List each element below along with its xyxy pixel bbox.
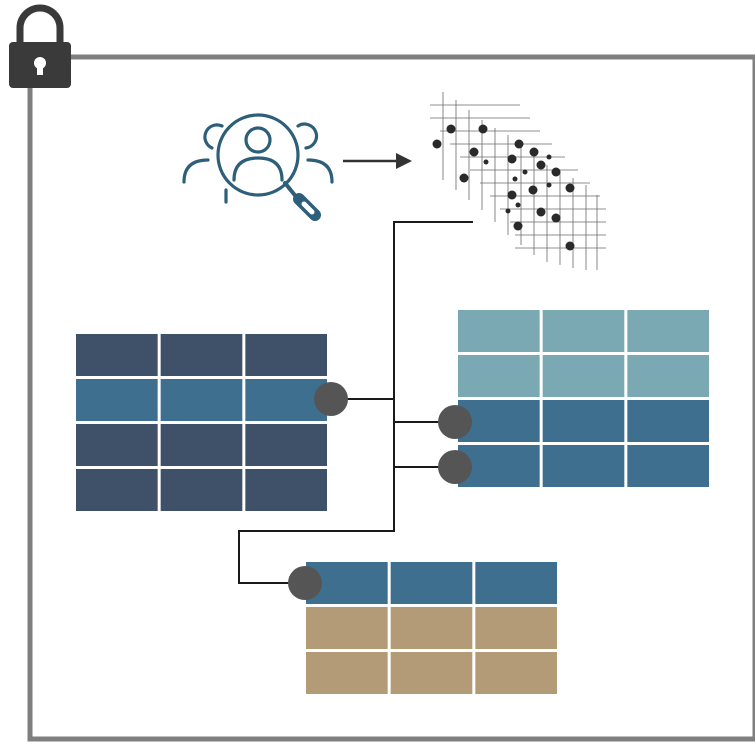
table-cell xyxy=(245,334,327,376)
scatter-dot xyxy=(536,207,546,217)
table-cell xyxy=(390,607,473,649)
table-cell xyxy=(542,445,625,487)
scatter-dot xyxy=(515,202,521,208)
scatter-grid-icon xyxy=(430,92,606,270)
joint-right-table-row3[interactable] xyxy=(438,405,472,439)
scatter-dot xyxy=(446,124,456,134)
scatter-dot xyxy=(546,182,552,188)
scatter-dot xyxy=(432,139,442,149)
table-cell xyxy=(627,445,709,487)
scatter-dot xyxy=(551,213,561,223)
scatter-dot xyxy=(469,147,479,157)
outer-frame xyxy=(27,54,755,742)
table-cell xyxy=(475,652,557,694)
scatter-dot xyxy=(512,176,518,182)
joint-left-table[interactable] xyxy=(314,382,348,416)
bottom-table xyxy=(306,562,557,694)
connector-trunk xyxy=(238,221,473,584)
right-table xyxy=(458,310,709,487)
table-cell xyxy=(160,334,243,376)
table-cell xyxy=(306,607,388,649)
scatter-dot xyxy=(546,154,552,160)
scatter-dot xyxy=(565,183,575,193)
table-cell xyxy=(458,310,540,352)
scatter-dot xyxy=(507,154,517,164)
table-cell xyxy=(542,400,625,442)
scatter-dot xyxy=(536,160,546,170)
scatter-dot xyxy=(507,190,517,200)
scatter-dot xyxy=(478,124,488,134)
joints xyxy=(288,382,472,600)
table-cell xyxy=(390,652,473,694)
tables-layer xyxy=(76,310,709,694)
table-cell xyxy=(76,334,158,376)
scatter-dot xyxy=(513,221,523,231)
table-cell xyxy=(542,310,625,352)
scatter-dot xyxy=(514,139,524,149)
scatter-dot xyxy=(529,147,539,157)
table-cell xyxy=(627,355,709,397)
table-cell xyxy=(458,355,540,397)
table-cell xyxy=(160,424,243,466)
table-cell xyxy=(76,424,158,466)
table-cell xyxy=(245,469,327,511)
table-cell xyxy=(627,400,709,442)
table-cell xyxy=(76,379,158,421)
table-cell xyxy=(306,652,388,694)
table-cell xyxy=(542,355,625,397)
scatter-dot xyxy=(565,241,575,251)
left-table xyxy=(76,334,327,511)
scatter-dot xyxy=(505,208,511,214)
table-cell xyxy=(160,379,243,421)
scatter-dot xyxy=(522,169,528,175)
scatter-dot xyxy=(483,159,489,165)
joint-right-table-row4[interactable] xyxy=(438,450,472,484)
table-cell xyxy=(76,469,158,511)
table-cell xyxy=(245,424,327,466)
scatter-dot xyxy=(459,173,469,183)
joint-bottom-table[interactable] xyxy=(288,566,322,600)
people-search-icon xyxy=(182,113,334,221)
scatter-dot xyxy=(528,185,538,195)
table-cell xyxy=(245,379,327,421)
lock-icon xyxy=(9,4,71,88)
table-cell xyxy=(390,562,473,604)
table-cell xyxy=(627,310,709,352)
table-cell xyxy=(475,607,557,649)
table-cell xyxy=(160,469,243,511)
table-cell xyxy=(475,562,557,604)
arrow-right-icon xyxy=(343,153,412,169)
scatter-dot xyxy=(551,167,561,177)
